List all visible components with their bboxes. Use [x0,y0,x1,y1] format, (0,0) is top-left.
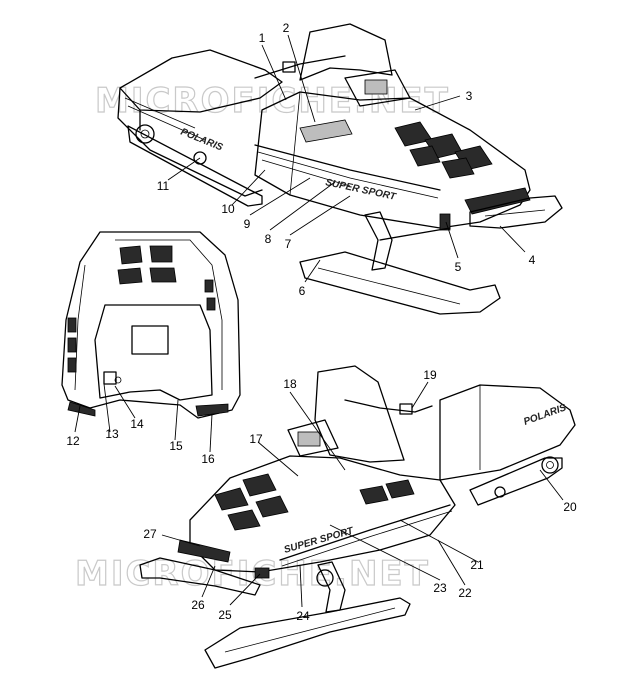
callout-16: 16 [201,452,215,466]
callout-4: 4 [529,253,536,267]
callout-7: 7 [285,237,292,251]
decal-super-sport-top: SUPER SPORT [324,177,397,203]
callout-26: 26 [191,598,205,612]
callout-1: 1 [259,31,266,45]
callout-21: 21 [470,558,484,572]
callout-12: 12 [66,434,80,448]
callout-14: 14 [130,417,144,431]
callout-27: 27 [143,527,157,541]
callout-2: 2 [283,21,290,35]
decal-super-sport-bottom: SUPER SPORT [283,525,356,556]
callout-6: 6 [299,284,306,298]
callout-17: 17 [249,432,263,446]
callout-10: 10 [221,202,235,216]
decal-rear-brand: POLARIS [522,402,568,428]
leader-lines [74,34,564,608]
callout-25: 25 [218,608,232,622]
callout-5: 5 [455,260,462,274]
callout-19: 19 [423,368,437,382]
callout-3: 3 [466,89,473,103]
callout-11: 11 [157,179,170,193]
callout-23: 23 [433,581,447,595]
callout-18: 18 [283,377,297,391]
decal-rail-text: POLARIS [179,127,225,154]
callout-labels: 1 2 3 4 5 6 7 8 9 10 11 12 13 14 15 16 1… [66,21,577,623]
callout-8: 8 [265,232,272,246]
snowmobile-bottom-view: POLARIS SUPER SPORT [139,365,576,669]
callout-13: 13 [105,427,119,441]
callout-20: 20 [563,500,577,514]
callout-24: 24 [296,609,310,623]
callout-15: 15 [169,439,183,453]
callout-22: 22 [458,586,472,600]
callout-9: 9 [244,217,251,231]
hood-underside-view [61,231,241,419]
watermark-bottom: MICROFICHE.NET [75,554,430,594]
